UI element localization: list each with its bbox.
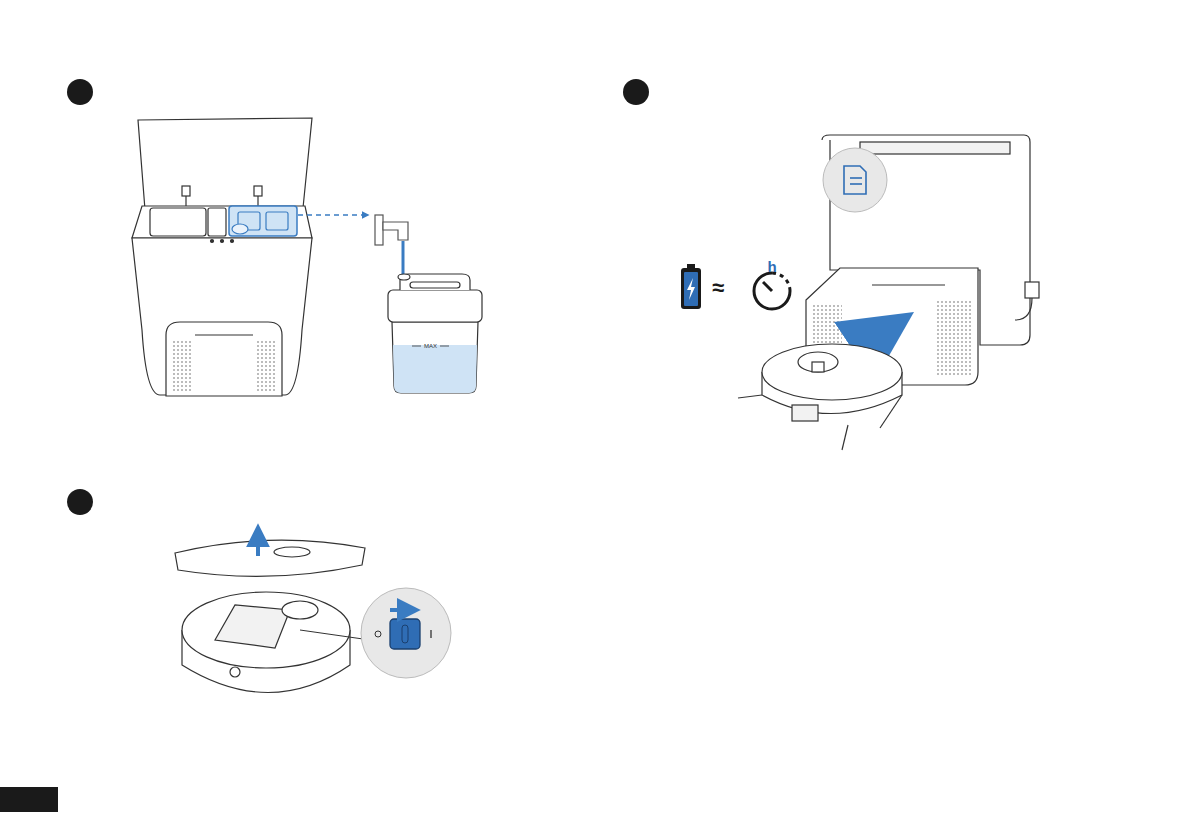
robot-vacuum: [215, 605, 290, 648]
base-station-open: [256, 340, 276, 392]
robot-vacuum: [182, 592, 350, 693]
power-switch-zoom: [361, 588, 451, 678]
base-station-open: [182, 186, 190, 196]
approx-symbol: ≈: [712, 277, 724, 299]
robot-vacuum: [792, 405, 818, 421]
timer-icon: [763, 282, 772, 291]
base-station: [872, 284, 945, 285]
dock-button: [850, 177, 862, 179]
base-station-open: [132, 238, 312, 395]
water-tank: [412, 346, 421, 347]
power-switch-zoom: [361, 588, 451, 678]
page-number-tab: [0, 787, 58, 812]
water-stream: [402, 241, 405, 276]
base-station-open: [221, 240, 224, 243]
water-tank: [388, 290, 482, 322]
faucet: [383, 222, 408, 240]
power-switch-zoom: [390, 608, 416, 612]
base-station-open: [232, 224, 248, 234]
faucet: [375, 215, 383, 245]
faucet: [375, 215, 408, 245]
level-mark: MAX: [424, 343, 437, 349]
robot-vacuum: [798, 352, 838, 372]
robot-cover: [274, 547, 310, 557]
battery-icon: [681, 268, 701, 309]
base-station: [860, 142, 1010, 154]
robot-vacuum: [230, 667, 240, 677]
dock-arrow: [875, 320, 902, 338]
base-station-open: [254, 186, 262, 196]
base-station: [935, 300, 973, 375]
battery-icon: [687, 278, 695, 300]
base-station-open: [132, 206, 312, 238]
timer-icon: [754, 273, 790, 309]
robot-cover: [175, 540, 365, 576]
dock-button: [823, 148, 887, 212]
robot-vacuum: [282, 601, 318, 619]
robot-vacuum: [738, 395, 762, 398]
power-switch-zoom: [402, 625, 408, 643]
step-marker: [623, 79, 649, 105]
water-tank: [440, 346, 449, 347]
water-tank: [410, 282, 460, 288]
dock-button: [823, 148, 887, 212]
base-station-open: [150, 208, 206, 236]
timer-icon: [754, 273, 790, 309]
base-station-open: [166, 322, 282, 396]
robot-vacuum: [842, 425, 848, 450]
base-station-open: [266, 212, 288, 230]
battery-icon: [684, 272, 698, 306]
robot-vacuum: [812, 362, 824, 372]
power-switch-zoom: [390, 619, 420, 649]
base-station: [1025, 282, 1039, 298]
timer-icon: [772, 273, 790, 291]
move-arrow: [298, 214, 368, 215]
base-station-open: [195, 334, 253, 335]
base-station-open: [132, 118, 312, 396]
step-marker: [67, 79, 649, 515]
battery-icon: [687, 264, 695, 268]
robot-vacuum: [738, 344, 902, 450]
power-switch-zoom: [375, 631, 381, 637]
base-station-open: [138, 118, 312, 210]
base-station-open: [208, 208, 226, 236]
step-marker: [67, 79, 93, 105]
water-tank: [388, 274, 482, 393]
robot-vacuum: [762, 344, 902, 400]
base-station-open: [231, 240, 234, 243]
water-tank: [398, 274, 410, 280]
water-tank: [393, 345, 477, 393]
dock-button: [850, 183, 862, 185]
robot-vacuum: [880, 395, 902, 428]
unit-mark: h: [767, 259, 776, 274]
lift-arrow: [256, 528, 260, 556]
step-marker: [67, 489, 93, 515]
leader-line: [300, 630, 370, 640]
battery-icon: [681, 264, 701, 309]
base-station: [1015, 298, 1032, 320]
dock-button: [844, 166, 866, 194]
base-station-open: [172, 340, 192, 392]
base-station-open: [211, 240, 214, 243]
power-switch-zoom: [430, 630, 431, 638]
robot-cover: [175, 540, 365, 576]
water-tank: [392, 322, 478, 393]
base-station-open: [229, 206, 297, 236]
robot-vacuum: [182, 592, 350, 668]
